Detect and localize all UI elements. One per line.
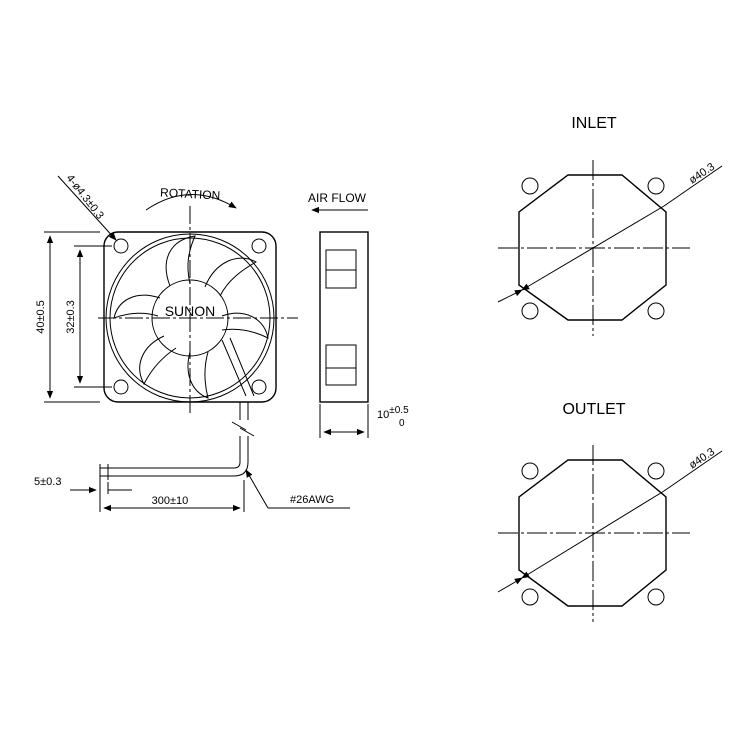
outer-size-dimension: 40±0.5: [35, 300, 47, 334]
hole-callout: 4-ø4.3±0.3: [64, 172, 106, 221]
outlet-opening: [518, 459, 667, 607]
outlet-diameter: ø40.3: [687, 446, 717, 472]
mounting-holes: [113, 238, 267, 395]
wire-strip-dimension: 5±0.3: [34, 476, 61, 488]
wire-gauge-label: #26AWG: [290, 494, 334, 506]
outlet-title: OUTLET: [562, 401, 625, 418]
outlet-view: OUTLET ø40.3: [497, 401, 723, 622]
wire-channel: [221, 337, 255, 397]
thickness-lower-tolerance: 0: [399, 418, 405, 429]
wire-length-dimension: 300±10: [152, 495, 189, 507]
inlet-opening: [518, 174, 667, 321]
inlet-diameter: ø40.3: [687, 161, 717, 187]
rotation-arrow: [145, 194, 237, 211]
airflow-label: AIR FLOW: [308, 191, 367, 205]
rotation-label: ROTATION: [160, 185, 221, 202]
inlet-title: INLET: [571, 115, 617, 132]
hole-pitch-dimension: 32±0.3: [65, 300, 77, 334]
fan-side-body: [319, 231, 369, 403]
hole-leader: [57, 175, 117, 241]
lead-wires: [99, 402, 255, 480]
front-view: SUNON ROTATION 4-ø4.3±0.3 40±0.5 32±0.3: [34, 172, 350, 512]
side-view: AIR FLOW 10±0.5 0: [308, 191, 409, 438]
thickness-dimension: 10±0.5: [377, 405, 409, 421]
inlet-view: INLET ø40.3: [497, 115, 723, 336]
